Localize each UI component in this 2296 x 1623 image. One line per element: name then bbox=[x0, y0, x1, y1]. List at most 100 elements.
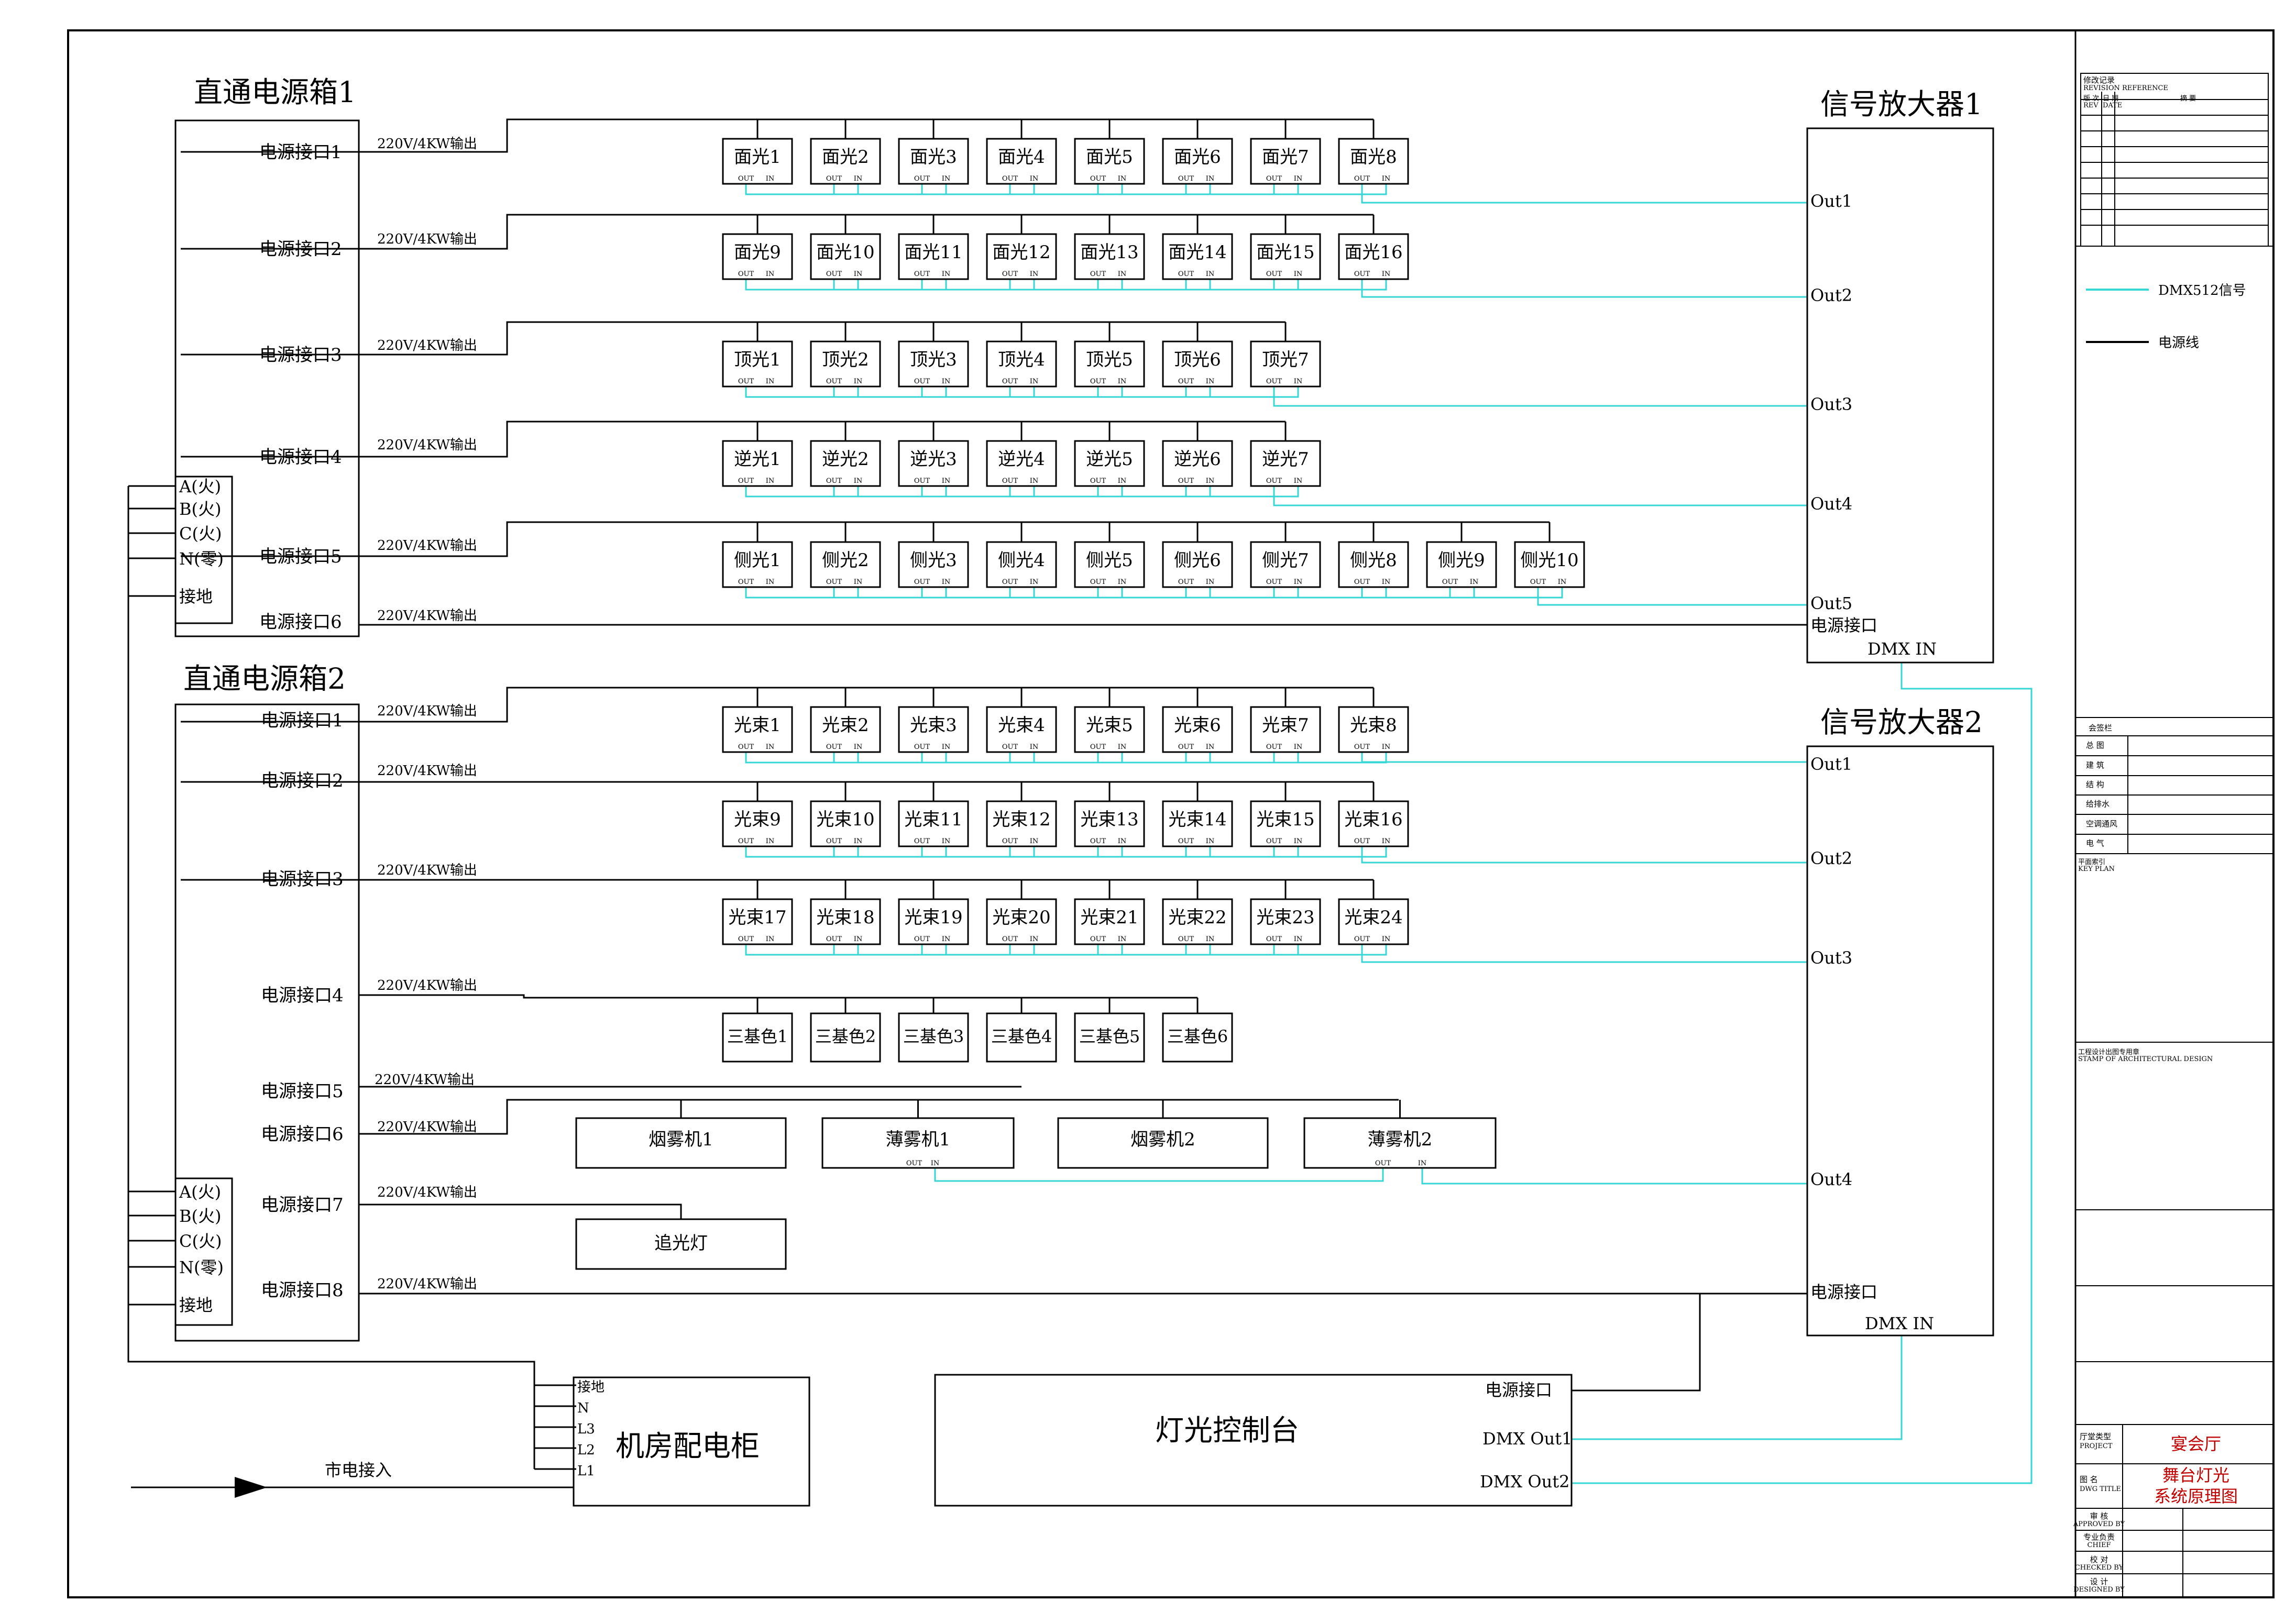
fixture-box bbox=[1338, 233, 1409, 280]
effect-machine-label: 烟雾机2 bbox=[1130, 1129, 1195, 1150]
pin-in-label: IN bbox=[1206, 378, 1215, 385]
fixture-label: 侧光1 bbox=[734, 550, 781, 571]
pin-in-label: IN bbox=[1294, 270, 1303, 278]
amplifier-out-label: Out1 bbox=[1810, 754, 1852, 774]
dmx-daisy-chain bbox=[833, 387, 947, 398]
pin-in-label: IN bbox=[854, 837, 863, 845]
power-box-2-port: 电源接口2 bbox=[261, 770, 344, 791]
project-value: 宴会厅 bbox=[2171, 1434, 2221, 1454]
pin-in-label: IN bbox=[1030, 477, 1039, 485]
pin-in-label: IN bbox=[1294, 935, 1303, 943]
pin-in-label: IN bbox=[942, 837, 951, 845]
distribution-terminal-label: L3 bbox=[577, 1421, 595, 1437]
fixture-label: 逆光6 bbox=[1174, 449, 1221, 470]
power-box-1-port: 电源接口1 bbox=[259, 142, 342, 163]
fixture-box bbox=[986, 233, 1057, 280]
role-label: 校 对 bbox=[2090, 1555, 2108, 1564]
follow-spot-label: 追光灯 bbox=[654, 1233, 708, 1254]
pin-out-label: OUT bbox=[914, 837, 930, 845]
fixture-box bbox=[898, 233, 969, 280]
drawing-title-line2: 系统原理图 bbox=[2154, 1486, 2238, 1506]
pin-in-label: IN bbox=[854, 270, 863, 278]
pin-in-label: IN bbox=[1294, 378, 1303, 385]
terminal-label: N(零) bbox=[179, 549, 224, 569]
dmx-to-amplifier bbox=[1361, 752, 1807, 763]
fixture-label: 光束12 bbox=[992, 809, 1050, 830]
pin-in-label: IN bbox=[1206, 477, 1215, 485]
pin-out-label: OUT bbox=[914, 270, 930, 278]
output-label: 220V/4KW输出 bbox=[377, 437, 477, 453]
power-box-1-port: 电源接口5 bbox=[259, 546, 342, 567]
amplifier-out-label: Out2 bbox=[1810, 848, 1852, 868]
fixture-label: 侧光8 bbox=[1350, 550, 1397, 571]
fixture-label: 光束18 bbox=[816, 907, 874, 928]
dmx-daisy-chain bbox=[1009, 944, 1123, 956]
pin-in-label: IN bbox=[766, 578, 775, 586]
fixture-box bbox=[986, 706, 1057, 753]
pin-out-label: OUT bbox=[826, 477, 842, 485]
fixture-box bbox=[1338, 800, 1409, 847]
output-label: 220V/4KW输出 bbox=[377, 1185, 477, 1200]
output-label: 220V/4KW输出 bbox=[377, 978, 477, 993]
pin-in-label: IN bbox=[1382, 578, 1391, 586]
revision-col: 摘 要 bbox=[2180, 94, 2196, 103]
console-title: 灯光控制台 bbox=[1155, 1414, 1299, 1447]
stamp-en: STAMP OF ARCHITECTURAL DESIGN bbox=[2078, 1055, 2213, 1063]
pin-in-label: IN bbox=[1030, 837, 1039, 845]
fixture-label: 面光15 bbox=[1256, 242, 1314, 263]
role-label: 审 核 bbox=[2090, 1511, 2108, 1521]
dmx-daisy-chain bbox=[1009, 279, 1123, 291]
distribution-terminal-label: N bbox=[577, 1400, 589, 1416]
fixture-box bbox=[1074, 800, 1145, 847]
terminal-label: 接地 bbox=[179, 1295, 213, 1315]
power-box-2-port: 电源接口6 bbox=[261, 1124, 344, 1145]
pin-in-label: IN bbox=[854, 935, 863, 943]
dmx-daisy-chain bbox=[1273, 279, 1387, 291]
fixture-box bbox=[722, 233, 793, 280]
dmx-daisy-chain bbox=[921, 279, 1035, 291]
fixture-box bbox=[1162, 898, 1233, 945]
sign-row-label: 给排水 bbox=[2086, 799, 2110, 809]
fixture-box bbox=[1250, 233, 1321, 280]
revision-col-en: REV bbox=[2083, 102, 2099, 109]
pin-in-label: IN bbox=[1382, 935, 1391, 943]
console-dmx-out1-label: DMX Out1 bbox=[1482, 1429, 1572, 1449]
effect-machine-box bbox=[575, 1117, 787, 1169]
fixture-box bbox=[1514, 541, 1585, 588]
pin-out-label: OUT bbox=[1266, 175, 1282, 183]
distribution-cabinet-title: 机房配电柜 bbox=[616, 1429, 760, 1463]
fixture-box bbox=[1162, 706, 1233, 753]
pin-out-label: OUT bbox=[1178, 578, 1194, 586]
pin-out-label: OUT bbox=[1178, 935, 1194, 943]
fixture-label: 面光10 bbox=[816, 242, 874, 263]
pin-out-label: OUT bbox=[826, 175, 842, 183]
dmx-daisy-chain bbox=[1009, 387, 1123, 398]
fixture-label: 光束13 bbox=[1080, 809, 1138, 830]
fixture-box bbox=[986, 541, 1057, 588]
dmx-daisy-chain bbox=[1009, 752, 1123, 764]
fixture-box bbox=[898, 898, 969, 945]
pin-in-label: IN bbox=[1558, 578, 1567, 586]
dmx-daisy-chain bbox=[745, 279, 859, 291]
fixture-label: 光束20 bbox=[992, 907, 1050, 928]
stamp-label: 工程设计出图专用章 bbox=[2078, 1048, 2139, 1056]
amplifier-dmx-in-label: DMX IN bbox=[1867, 639, 1937, 659]
power-box-2-port: 电源接口7 bbox=[261, 1195, 344, 1216]
pin-in-label: IN bbox=[854, 378, 863, 385]
